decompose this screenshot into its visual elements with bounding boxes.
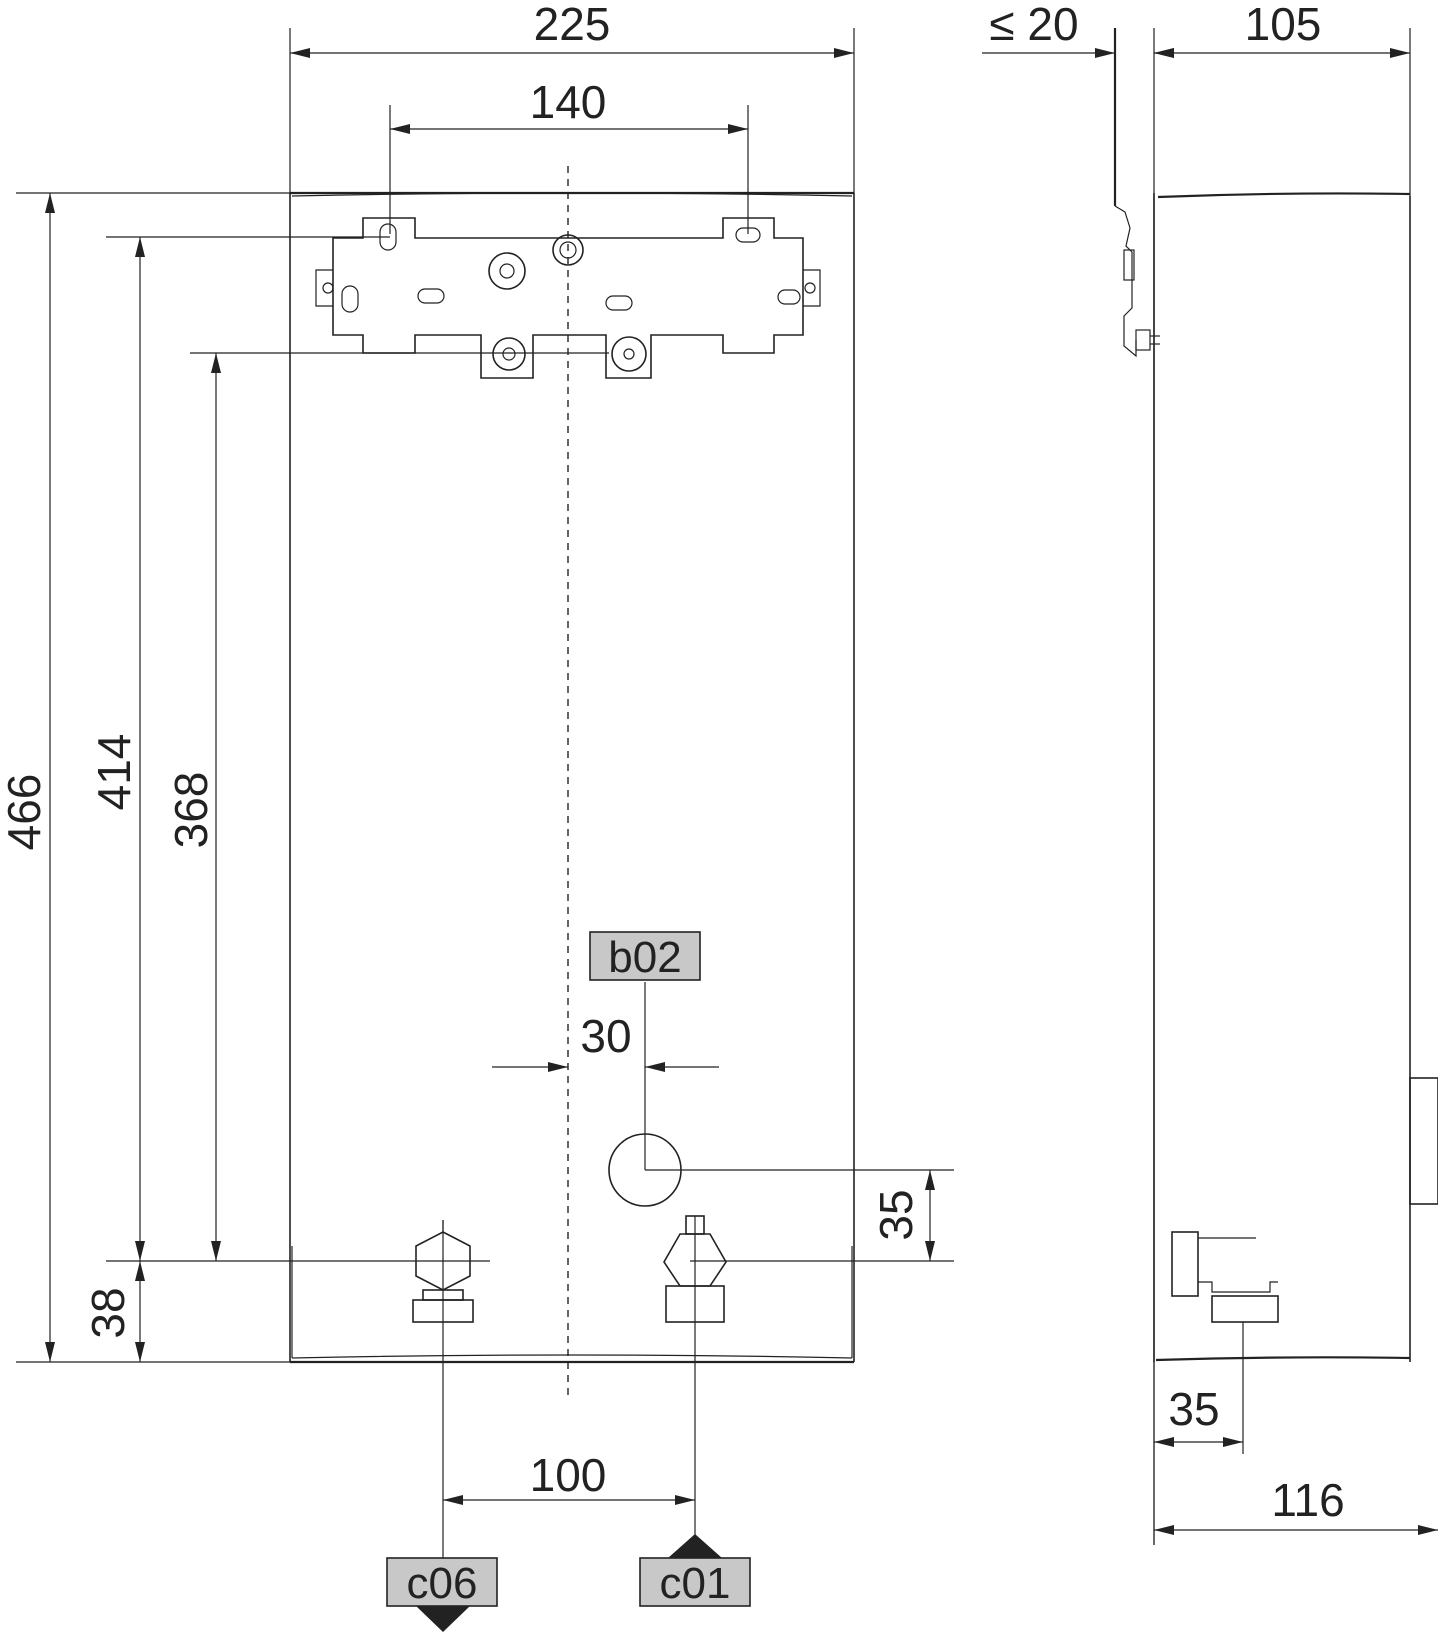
tag-c06-label: c06 xyxy=(407,1559,478,1608)
dim-140: 140 xyxy=(530,76,607,128)
mounting-bracket xyxy=(315,217,821,379)
dim-100: 100 xyxy=(530,1449,607,1501)
dim-225: 225 xyxy=(534,0,611,50)
side-connection-fitting xyxy=(1171,1231,1279,1323)
dim-414: 414 xyxy=(88,734,140,811)
tag-c01: c01 xyxy=(639,1534,751,1608)
tag-b02-label: b02 xyxy=(608,933,681,982)
tag-b02: b02 xyxy=(589,931,701,982)
outflow-arrow-icon xyxy=(416,1606,470,1632)
inflow-arrow-icon xyxy=(668,1534,722,1558)
tag-c06: c06 xyxy=(386,1557,498,1632)
dim-116: 116 xyxy=(1271,1474,1344,1526)
tag-c01-label: c01 xyxy=(660,1559,731,1608)
dim-35-vertical: 35 xyxy=(870,1189,922,1240)
dim-35-side: 35 xyxy=(1168,1383,1219,1435)
front-view xyxy=(289,166,855,1558)
side-view xyxy=(1113,28,1438,1545)
side-mounting-clip xyxy=(1114,205,1160,358)
dim-105: 105 xyxy=(1245,0,1322,50)
dimension-lines: 225 140 ≤ 20 105 466 414 368 38 30 35 10… xyxy=(0,0,1438,1545)
side-control-panel xyxy=(1409,1077,1438,1205)
dim-38: 38 xyxy=(82,1287,134,1338)
dim-wall-clearance: ≤ 20 xyxy=(989,0,1078,50)
dim-466: 466 xyxy=(0,774,50,851)
dim-30: 30 xyxy=(580,1010,631,1062)
dim-368: 368 xyxy=(165,772,217,849)
front-body-outline xyxy=(289,191,855,1364)
